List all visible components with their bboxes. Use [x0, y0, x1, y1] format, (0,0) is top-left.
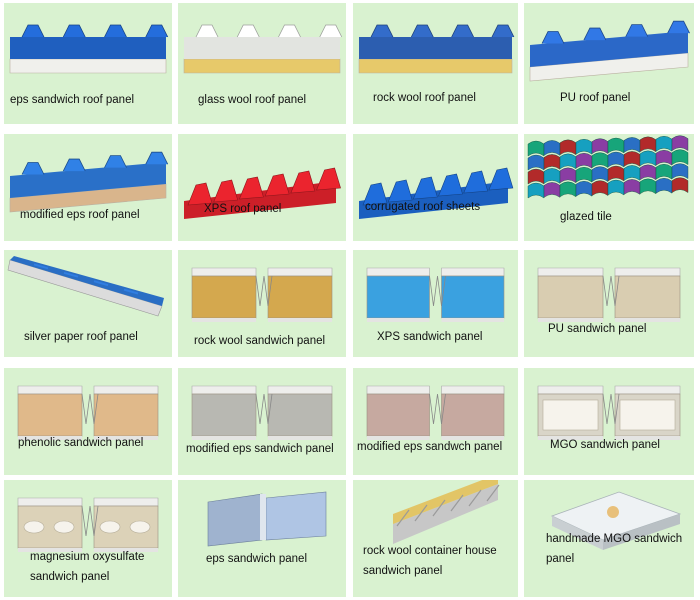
- panel-image: [17, 385, 159, 440]
- product-card[interactable]: PU roof panel: [524, 3, 694, 124]
- product-label: XPS roof panel: [204, 203, 282, 215]
- panel-illustration: [9, 24, 169, 74]
- product-card[interactable]: PU sandwich panel: [524, 250, 694, 357]
- panel-image: [7, 256, 164, 317]
- panel-illustration: [529, 20, 690, 82]
- panel-image: [366, 267, 505, 322]
- product-card[interactable]: phenolic sandwich panel: [4, 368, 172, 475]
- product-card[interactable]: XPS sandwich panel: [353, 250, 518, 357]
- product-card[interactable]: XPS roof panel: [178, 134, 346, 241]
- panel-illustration: [358, 24, 515, 74]
- panel-illustration: [17, 497, 159, 552]
- product-label: silver paper roof panel: [24, 331, 138, 343]
- panel-image: [184, 167, 341, 219]
- panel-image: [9, 24, 169, 74]
- product-label-line2: panel: [546, 553, 575, 565]
- product-label: handmade MGO sandwich: [546, 533, 683, 545]
- panel-image: [191, 385, 333, 440]
- product-label-line2: sandwich panel: [30, 571, 110, 583]
- product-card[interactable]: modified eps roof panel: [4, 134, 172, 241]
- panel-image: [9, 151, 169, 213]
- product-label: PU sandwich panel: [548, 323, 647, 335]
- product-label: modified eps sandwich panel: [186, 443, 334, 455]
- product-card[interactable]: silver paper roof panel: [4, 250, 172, 357]
- panel-image: [366, 385, 505, 440]
- product-card[interactable]: glazed tile: [524, 134, 694, 241]
- product-label: glazed tile: [560, 211, 612, 223]
- panel-illustration: [9, 151, 169, 213]
- panel-illustration: [191, 267, 333, 322]
- panel-image: [358, 24, 515, 74]
- product-card[interactable]: glass wool roof panel: [178, 3, 346, 124]
- panel-image: [527, 135, 689, 199]
- product-label: modified eps roof panel: [20, 209, 140, 221]
- panel-image: [183, 24, 343, 74]
- product-card[interactable]: rock wool container house sandwich panel: [353, 480, 518, 597]
- panel-image: [529, 20, 690, 82]
- panel-image: [393, 480, 500, 544]
- panel-illustration: [550, 491, 682, 550]
- product-card[interactable]: rock wool roof panel: [353, 3, 518, 124]
- panel-illustration: [17, 385, 159, 440]
- product-card[interactable]: corrugated roof sheets: [353, 134, 518, 241]
- product-label: phenolic sandwich panel: [18, 437, 144, 449]
- panel-illustration: [537, 267, 681, 322]
- product-label: rock wool container house: [363, 545, 497, 557]
- product-label: MGO sandwich panel: [550, 439, 660, 451]
- product-label: rock wool roof panel: [373, 92, 476, 104]
- product-label: eps sandwich panel: [206, 553, 308, 565]
- panel-illustration: [359, 167, 514, 219]
- panel-illustration: [207, 491, 327, 547]
- panel-image: [359, 167, 514, 219]
- panel-image: [191, 267, 333, 322]
- product-label: modified eps sandwch panel: [357, 441, 503, 453]
- product-card[interactable]: rock wool sandwich panel: [178, 250, 346, 357]
- panel-image: [207, 491, 327, 547]
- product-label: rock wool sandwich panel: [194, 335, 326, 347]
- product-card[interactable]: modified eps sandwch panel: [353, 368, 518, 475]
- product-label: PU roof panel: [560, 92, 631, 104]
- product-card[interactable]: magnesium oxysulfate sandwich panel: [4, 480, 172, 597]
- product-label: XPS sandwich panel: [377, 331, 483, 343]
- panel-illustration: [366, 385, 505, 440]
- product-card[interactable]: modified eps sandwich panel: [178, 368, 346, 475]
- panel-image: [550, 491, 682, 550]
- panel-illustration: [184, 167, 341, 219]
- product-label: magnesium oxysulfate: [30, 551, 145, 563]
- product-label-line2: sandwich panel: [363, 565, 443, 577]
- product-label: glass wool roof panel: [198, 94, 307, 106]
- panel-illustration: [366, 267, 505, 322]
- panel-illustration: [183, 24, 343, 74]
- panel-illustration: [191, 385, 333, 440]
- panel-image: [17, 497, 159, 552]
- product-card[interactable]: eps sandwich roof panel: [4, 3, 172, 124]
- panel-illustration: [537, 385, 681, 440]
- product-card[interactable]: eps sandwich panel: [178, 480, 346, 597]
- panel-illustration: [7, 256, 164, 317]
- panel-image: [537, 267, 681, 322]
- product-card[interactable]: MGO sandwich panel: [524, 368, 694, 475]
- product-label: eps sandwich roof panel: [10, 94, 135, 106]
- panel-illustration: [527, 135, 689, 199]
- panel-illustration: [393, 480, 500, 544]
- panel-image: [537, 385, 681, 440]
- product-label: corrugated roof sheets: [365, 201, 481, 213]
- product-card[interactable]: handmade MGO sandwich panel: [524, 480, 694, 597]
